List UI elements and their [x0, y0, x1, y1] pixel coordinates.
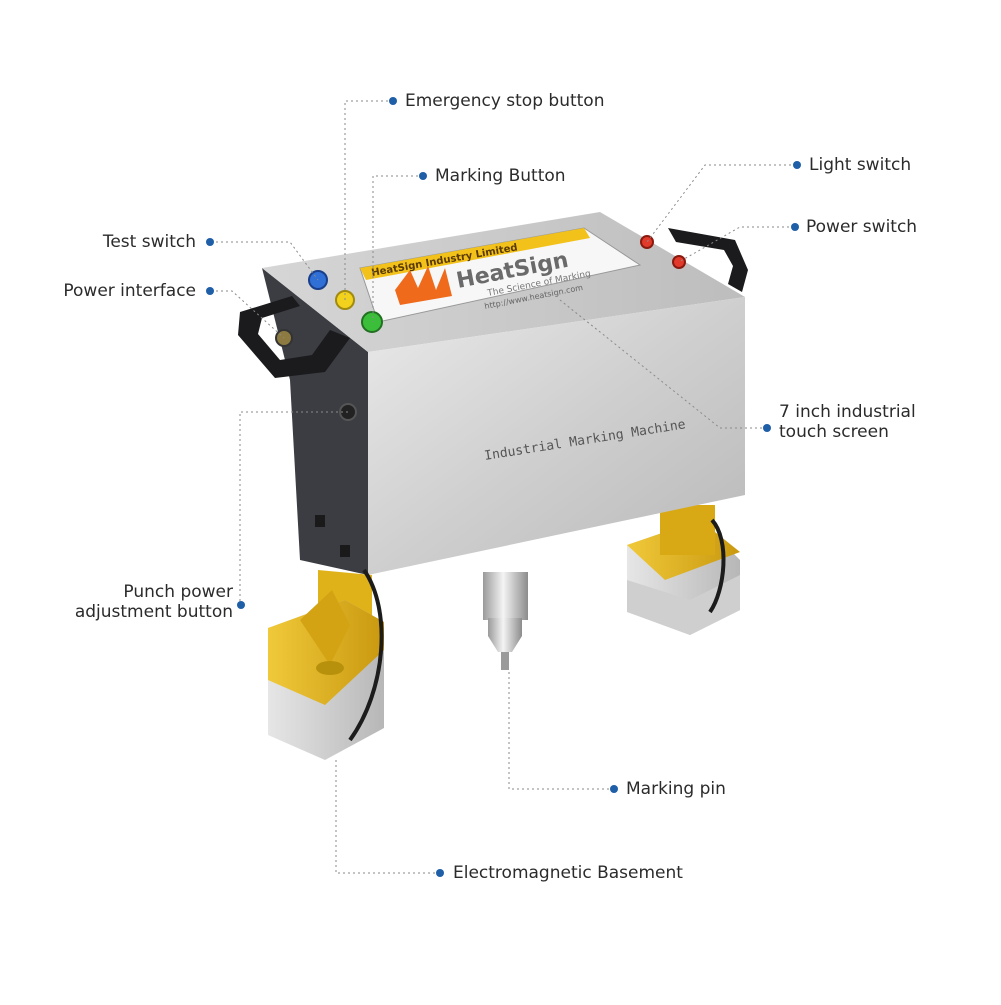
leader-light-switch	[646, 164, 796, 243]
label-marking-pin: Marking pin	[626, 779, 726, 799]
dot-marking-pin	[610, 785, 618, 793]
label-emergency-stop: Emergency stop button	[405, 91, 605, 111]
leader-basement	[335, 760, 440, 874]
label-touch-screen: 7 inch industrial touch screen	[779, 402, 916, 442]
left-foot	[268, 568, 384, 760]
label-test-switch: Test switch	[102, 232, 196, 252]
dot-marking-button	[419, 172, 427, 180]
leader-punch-power	[239, 411, 348, 601]
right-foot	[627, 505, 740, 635]
leader-emergency-stop	[344, 100, 393, 300]
touch-screen	[359, 227, 642, 323]
dot-punch-power	[237, 601, 245, 609]
dot-basement	[436, 869, 444, 877]
front-panel	[368, 297, 745, 575]
label-power-switch: Power switch	[806, 217, 918, 237]
leader-test-switch	[211, 241, 319, 281]
right-handle-icon	[668, 228, 748, 292]
label-basement: Electromagnetic Basement	[453, 863, 683, 883]
flame-logo-icon	[395, 266, 452, 305]
label-marking-button: Marking Button	[435, 166, 566, 186]
left-handle-icon	[238, 296, 350, 378]
marking-button[interactable]	[361, 311, 383, 333]
label-punch-power: Punch power adjustment button	[74, 582, 233, 622]
light-switch-button[interactable]	[640, 235, 654, 249]
leader-touch-screen	[559, 299, 767, 429]
leader-lines	[211, 100, 796, 874]
leader-power-switch	[678, 226, 794, 263]
dot-power-interface	[206, 287, 214, 295]
label-power-interface: Power interface	[63, 281, 196, 301]
dot-touch-screen	[763, 424, 771, 432]
dot-light-switch	[793, 161, 801, 169]
dot-emergency-stop	[389, 97, 397, 105]
marking-pin	[483, 572, 528, 670]
callout-dots	[206, 97, 801, 877]
leader-marking-pin	[508, 670, 614, 790]
power-switch-button[interactable]	[672, 255, 686, 269]
leader-marking-button	[372, 175, 423, 322]
leader-power-interface	[211, 290, 285, 339]
label-light-switch: Light switch	[809, 155, 912, 175]
dot-power-switch	[791, 223, 799, 231]
dot-test-switch	[206, 238, 214, 246]
